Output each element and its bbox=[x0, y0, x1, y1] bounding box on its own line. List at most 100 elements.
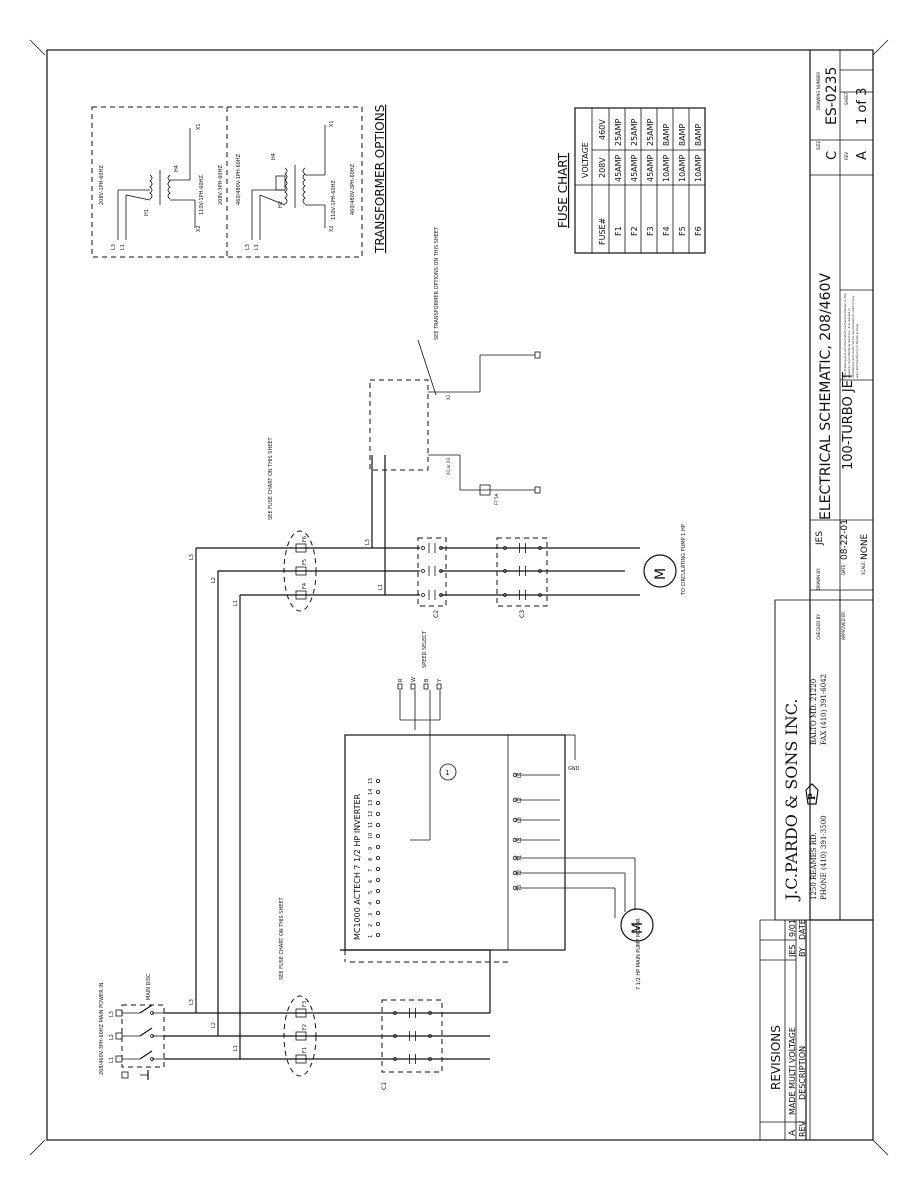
power-bus bbox=[164, 455, 640, 1060]
inverter-terminal-label: 4 bbox=[368, 902, 374, 905]
tx-small-f7: F7 5A bbox=[494, 493, 499, 505]
fuse-row-208: 10AMP bbox=[662, 154, 671, 182]
fuse-row-460: 25AMP bbox=[630, 118, 639, 146]
speed-terminal bbox=[397, 683, 403, 690]
tx1-x1: X1 bbox=[196, 123, 202, 130]
fuse-row-460: 8AMP bbox=[662, 124, 671, 146]
x1-terminal bbox=[534, 486, 541, 494]
fuse-chart: FUSE CHART F145AMP25AMPF245AMP25AMPF345A… bbox=[556, 107, 706, 254]
inverter-box bbox=[344, 734, 566, 951]
fuse-row-number: F4 bbox=[662, 226, 671, 236]
date-label: DATE: bbox=[841, 563, 846, 575]
fuse-voltage-header: VOLTAGE bbox=[581, 142, 590, 178]
contactor-contact bbox=[538, 569, 542, 573]
circulating-pump: M TO CIRCULATING PUMP 1 HP bbox=[547, 524, 687, 596]
circ-pump-motor-symbol: M bbox=[653, 568, 669, 580]
speed-terminal-label: B bbox=[424, 678, 430, 682]
drawn-by-value: JES bbox=[815, 531, 825, 546]
circ-pump-motor-icon bbox=[643, 554, 677, 588]
corner-marks bbox=[29, 39, 889, 1156]
inverter-terminal-label: 3 bbox=[368, 913, 374, 916]
bus-line-label: L1 bbox=[233, 1045, 239, 1051]
x2-terminal bbox=[534, 351, 541, 359]
disc-switch-blade bbox=[139, 1027, 153, 1037]
contactor-contact bbox=[421, 569, 425, 573]
tx1-lead-l3: L1 bbox=[120, 244, 126, 250]
main-power-terminal bbox=[115, 1055, 123, 1063]
scale-value: NONE bbox=[860, 533, 870, 560]
drawing-number: ES-0235 bbox=[824, 67, 840, 125]
inverter-terminal bbox=[375, 812, 380, 817]
inverter-terminal-label: 10 bbox=[368, 833, 374, 839]
rev-value: A bbox=[855, 151, 870, 160]
sheet-value: 1 of 3 bbox=[855, 88, 870, 125]
bus-line-label: L3 bbox=[365, 539, 371, 545]
tx2-h2: H2 bbox=[278, 201, 284, 208]
tx1-h4: H4 bbox=[174, 165, 180, 172]
inverter-terminal bbox=[375, 911, 380, 916]
contactor-contact bbox=[503, 546, 507, 550]
main-pump-motor-symbol: M bbox=[630, 922, 646, 934]
tx2-x2: X2 bbox=[329, 225, 335, 232]
fuse-row-208: 45AMP bbox=[614, 154, 623, 182]
main-pump-motor-icon bbox=[620, 908, 654, 942]
main-power-terminal bbox=[115, 1009, 123, 1017]
speed-terminal-label: R bbox=[398, 678, 404, 682]
company-block: J.C.PARDO & SONS INC. 1250 REAMES RD. BA… bbox=[774, 599, 874, 1140]
rev-header-rev: REV bbox=[798, 1120, 807, 1137]
inverter-terminal bbox=[375, 790, 380, 795]
bus-line-label: L3 bbox=[189, 999, 195, 1005]
title-line2: 100-TURBO JET bbox=[841, 372, 856, 470]
contactor-contact bbox=[439, 569, 443, 573]
fuse-row-208: 10AMP bbox=[678, 154, 687, 182]
inverter-terminal bbox=[375, 834, 380, 839]
contactor-contact bbox=[538, 593, 542, 597]
fuse-col-208: 208V bbox=[598, 157, 607, 178]
speed-terminal-label: Y bbox=[437, 678, 443, 683]
tx1-h1: H1 bbox=[144, 209, 150, 216]
callout-number: 1 bbox=[445, 769, 449, 777]
fuse-col-460: 460V bbox=[598, 119, 607, 140]
sheet-label: SHEET bbox=[844, 91, 849, 105]
main-line-label: L2 bbox=[109, 1034, 115, 1040]
fuse-row-number: F5 bbox=[678, 226, 687, 236]
bus-line-label: L3 bbox=[189, 554, 195, 560]
fuse-row-460: 8AMP bbox=[678, 124, 687, 146]
rev-row-by: JES bbox=[788, 945, 797, 959]
disc-switch-blade bbox=[139, 1050, 153, 1060]
contactor-c1 bbox=[381, 999, 443, 1073]
bus-line-label: L2 bbox=[211, 577, 217, 583]
tx2-lead-l1: L3 bbox=[245, 244, 251, 250]
speed-select-label: SPEED SELECT bbox=[422, 630, 428, 668]
fuse-row-number: F3 bbox=[646, 226, 655, 236]
company-logo-letter: P bbox=[808, 793, 818, 800]
inverter-terminal-label: 15 bbox=[368, 778, 374, 784]
contactor-contact bbox=[393, 1034, 397, 1038]
tx2-h4: H4 bbox=[271, 153, 277, 160]
main-power-label: 208/460V-3PH-60HZ MAIN POWER IN bbox=[99, 982, 105, 1075]
fuse-row-460: 8AMP bbox=[694, 124, 703, 146]
contactor-contact bbox=[421, 546, 425, 550]
aux-fuse-label: F5 bbox=[302, 559, 308, 565]
rev-label: REV bbox=[844, 152, 849, 160]
main-power-terminal bbox=[115, 1032, 123, 1040]
inverter-ground-label: GND bbox=[568, 766, 580, 772]
speed-terminal bbox=[436, 683, 442, 690]
fuse-row-number: F1 bbox=[614, 226, 623, 236]
fuse-row-number: F2 bbox=[630, 226, 639, 236]
main-pump: M 7 1/2 HP MAIN PUMP MOTOR bbox=[515, 774, 654, 990]
inverter-terminal-label: 12 bbox=[368, 811, 374, 817]
tx-small-x2: X2 bbox=[446, 394, 451, 400]
tx1-x2: X2 bbox=[196, 225, 202, 232]
contactor-contact bbox=[503, 593, 507, 597]
contactor-contact bbox=[393, 1057, 397, 1061]
tx1-left-label: 208V-3PH-60HZ bbox=[218, 165, 224, 205]
inverter: MC1000 ACTECH 7 1/2 HP INVERTER 12345678… bbox=[344, 734, 580, 963]
disc-switch-blade bbox=[139, 1004, 153, 1014]
contactor-contact bbox=[421, 593, 425, 597]
tx2-left-label: 460/480V-3PH-60HZ bbox=[350, 163, 356, 215]
